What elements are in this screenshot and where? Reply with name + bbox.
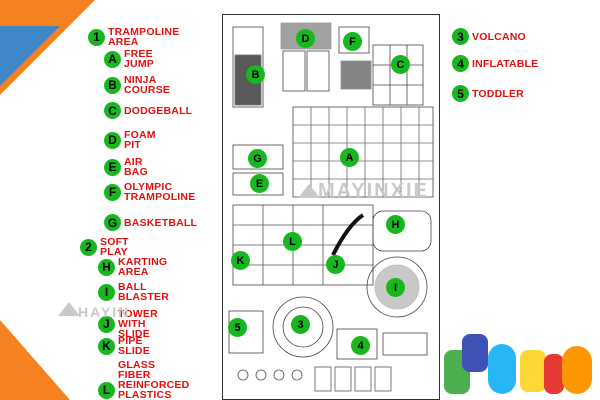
legend-badge: F	[104, 183, 121, 201]
legend-item: 4 INFLATABLE	[452, 55, 538, 72]
legend-item: G BASKETBALL	[104, 214, 197, 231]
legend-item: I BALL BLASTER	[98, 282, 169, 302]
mascot	[562, 346, 592, 394]
legend-label: INFLATABLE	[472, 57, 539, 70]
legend-badge: G	[104, 214, 121, 231]
legend-label: SOFT PLAY	[100, 236, 129, 258]
mascot	[544, 354, 564, 394]
legend-badge: C	[104, 102, 121, 119]
legend-item: 1 TRAMPOLINE AREA	[88, 27, 179, 47]
zone-label: E	[250, 174, 269, 193]
corner-decoration-blue	[0, 26, 60, 86]
legend-item: 2 SOFT PLAY	[80, 237, 129, 257]
legend-badge: H	[98, 258, 115, 276]
legend-label: DODGEBALL	[124, 104, 193, 117]
legend-badge: I	[98, 283, 115, 301]
corner-decoration-bottom	[0, 320, 70, 400]
zone-label: C	[391, 55, 410, 74]
legend-item: H KARTING AREA	[98, 257, 167, 277]
legend-item: D FOAM PIT	[104, 130, 156, 150]
legend-item: F OLYMPIC TRAMPOLINE	[104, 182, 195, 202]
zone-label: D	[296, 29, 315, 48]
legend-label: FREE JUMP	[124, 48, 154, 70]
mascot	[520, 350, 546, 392]
legend-badge: L	[98, 381, 115, 399]
zone-label: L	[283, 232, 302, 251]
legend-item: A FREE JUMP	[104, 49, 154, 69]
zone-label: K	[231, 251, 250, 270]
legend-label: VOLCANO	[472, 30, 526, 43]
legend-label: TOWER WITH SLIDE	[118, 308, 158, 340]
legend-item: J TOWER WITH SLIDE	[98, 309, 158, 339]
mascot	[488, 344, 516, 394]
zone-label: 5	[228, 318, 247, 337]
legend-badge: D	[104, 131, 121, 149]
watermark-logo	[298, 184, 320, 198]
legend-label: PIPE SLIDE	[118, 335, 150, 357]
legend-label: NINJA COURSE	[124, 74, 171, 96]
watermark-text: MAYINXIE	[318, 180, 429, 202]
legend-badge: J	[98, 315, 115, 333]
legend-badge: A	[104, 50, 121, 68]
legend-badge: 3	[452, 28, 469, 45]
legend-badge: 4	[452, 55, 469, 72]
legend-item: C DODGEBALL	[104, 102, 192, 119]
zone-label: 4	[351, 336, 370, 355]
mascot	[462, 334, 488, 372]
legend-item: E AIR BAG	[104, 157, 148, 177]
zone-label: G	[248, 149, 267, 168]
zone-label: H	[386, 215, 405, 234]
mascot-characters	[444, 324, 594, 400]
legend-label: FOAM PIT	[124, 129, 156, 151]
legend-item: 5 TODDLER	[452, 85, 524, 102]
legend-badge: K	[98, 337, 115, 355]
legend-item: 3 VOLCANO	[452, 28, 526, 45]
zone-label: 3	[291, 315, 310, 334]
legend-label: TRAMPOLINE AREA	[108, 26, 180, 48]
zone-label: B	[246, 65, 265, 84]
legend-label: TODDLER	[472, 87, 524, 100]
floor-plan: D F B C G A E H L K J I 5 3 4	[222, 14, 440, 400]
legend-label: AIR BAG	[124, 156, 148, 178]
legend-item: L GLASS FIBER REINFORCED PLASTICS RAIN B…	[98, 360, 189, 400]
legend-label: BALL BLASTER	[118, 281, 169, 303]
zone-label: J	[326, 255, 345, 274]
watermark-text: HAYIN	[78, 304, 131, 320]
legend-item: K PIPE SLIDE	[98, 336, 150, 356]
legend-badge: 1	[88, 28, 105, 46]
watermark-logo	[58, 302, 80, 316]
zone-label: I	[386, 278, 405, 297]
legend-badge: 5	[452, 85, 469, 102]
legend-badge: E	[104, 158, 121, 176]
legend-label: BASKETBALL	[124, 216, 198, 229]
zone-label: F	[343, 32, 362, 51]
legend-label: KARTING AREA	[118, 256, 168, 278]
legend-label: GLASS FIBER REINFORCED PLASTICS RAIN BOW…	[118, 359, 190, 400]
legend-badge: B	[104, 76, 121, 94]
legend-label: OLYMPIC TRAMPOLINE	[124, 181, 196, 203]
legend-item: B NINJA COURSE	[104, 75, 170, 95]
legend-badge: 2	[80, 238, 97, 256]
zone-label: A	[340, 148, 359, 167]
